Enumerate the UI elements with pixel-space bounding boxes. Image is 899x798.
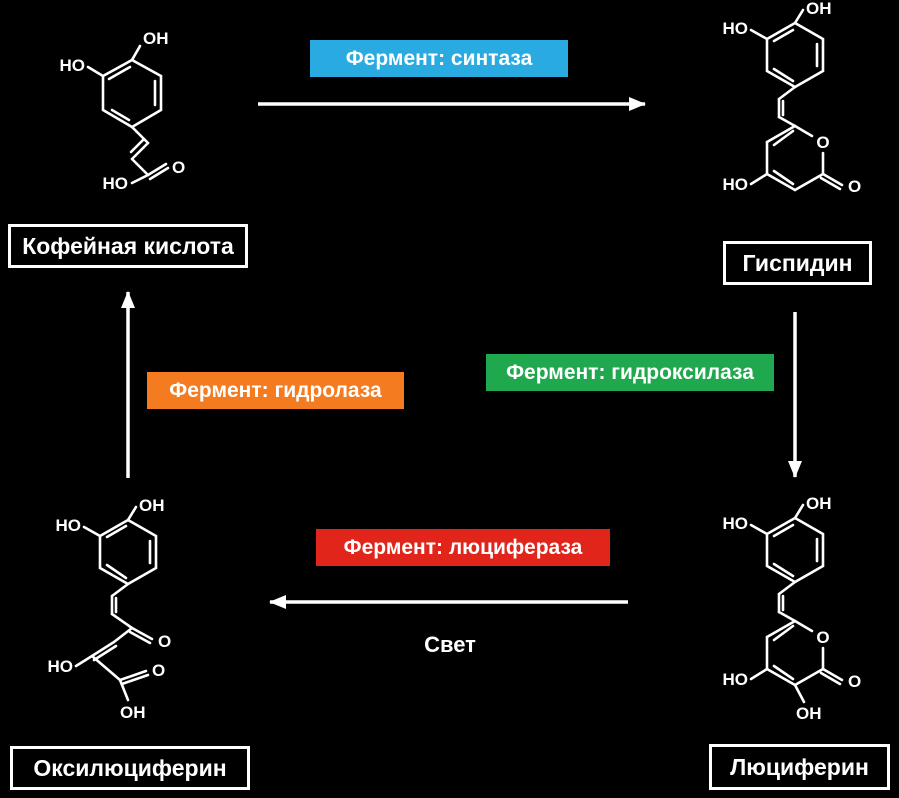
hispidin-bonds (749, 8, 844, 192)
atom-label-oh: OH (143, 29, 169, 48)
light-emission-label: Свет (424, 632, 476, 657)
enzyme-badge-synthase: Фермент: синтаза (310, 40, 568, 77)
luciferin-structure: OH HO O O HO OH (723, 495, 862, 723)
enzyme-badge-hydrolase: Фермент: гидролаза (147, 372, 404, 409)
atom-label-oh-ring: OH (796, 704, 822, 723)
luciferin-bonds (749, 503, 844, 704)
enzyme-badge-hydroxylase: Фермент: гидроксилаза (486, 354, 774, 391)
atom-label-oh: OH (806, 0, 832, 18)
atom-label-ho-acid: HO (103, 174, 129, 193)
atom-label-ho-enol: HO (48, 657, 74, 676)
compound-name-hispidin: Гиспидин (723, 241, 872, 285)
hispidin-structure: OH HO O O HO (723, 0, 862, 196)
atom-label-oh: OH (139, 496, 165, 515)
oxyluciferin-bonds (74, 505, 158, 702)
atom-label-o: O (848, 672, 861, 691)
caffeic-acid-structure: OH HO O HO (60, 29, 186, 193)
atom-label-oh: OH (806, 495, 832, 513)
atom-label-ho-ring: HO (723, 670, 749, 689)
compound-name-caffeic-acid: Кофейная кислота (8, 224, 248, 268)
atom-label-ho-ring: HO (723, 175, 749, 194)
atom-label-ho: HO (723, 19, 749, 38)
atom-label-o: O (848, 177, 861, 196)
atom-label-oh-acid: OH (120, 703, 146, 722)
compound-name-oxyluciferin: Оксилюциферин (10, 746, 250, 790)
atom-label-o-acid: O (152, 661, 165, 680)
compound-name-luciferin: Люциферин (709, 744, 890, 790)
oxyluciferin-structure: OH HO O HO O OH (48, 496, 172, 722)
atom-label-o-ketone: O (158, 632, 171, 651)
atom-label-ho: HO (60, 56, 86, 75)
atom-label-ring-o: O (816, 628, 829, 647)
enzyme-badge-luciferase: Фермент: люцифераза (316, 529, 610, 566)
atom-label-ho: HO (56, 516, 82, 535)
atom-label-ring-o: O (816, 133, 829, 152)
atom-label-ho: HO (723, 514, 749, 533)
caffeic-acid-bonds (86, 44, 170, 185)
atom-label-o: O (172, 158, 185, 177)
